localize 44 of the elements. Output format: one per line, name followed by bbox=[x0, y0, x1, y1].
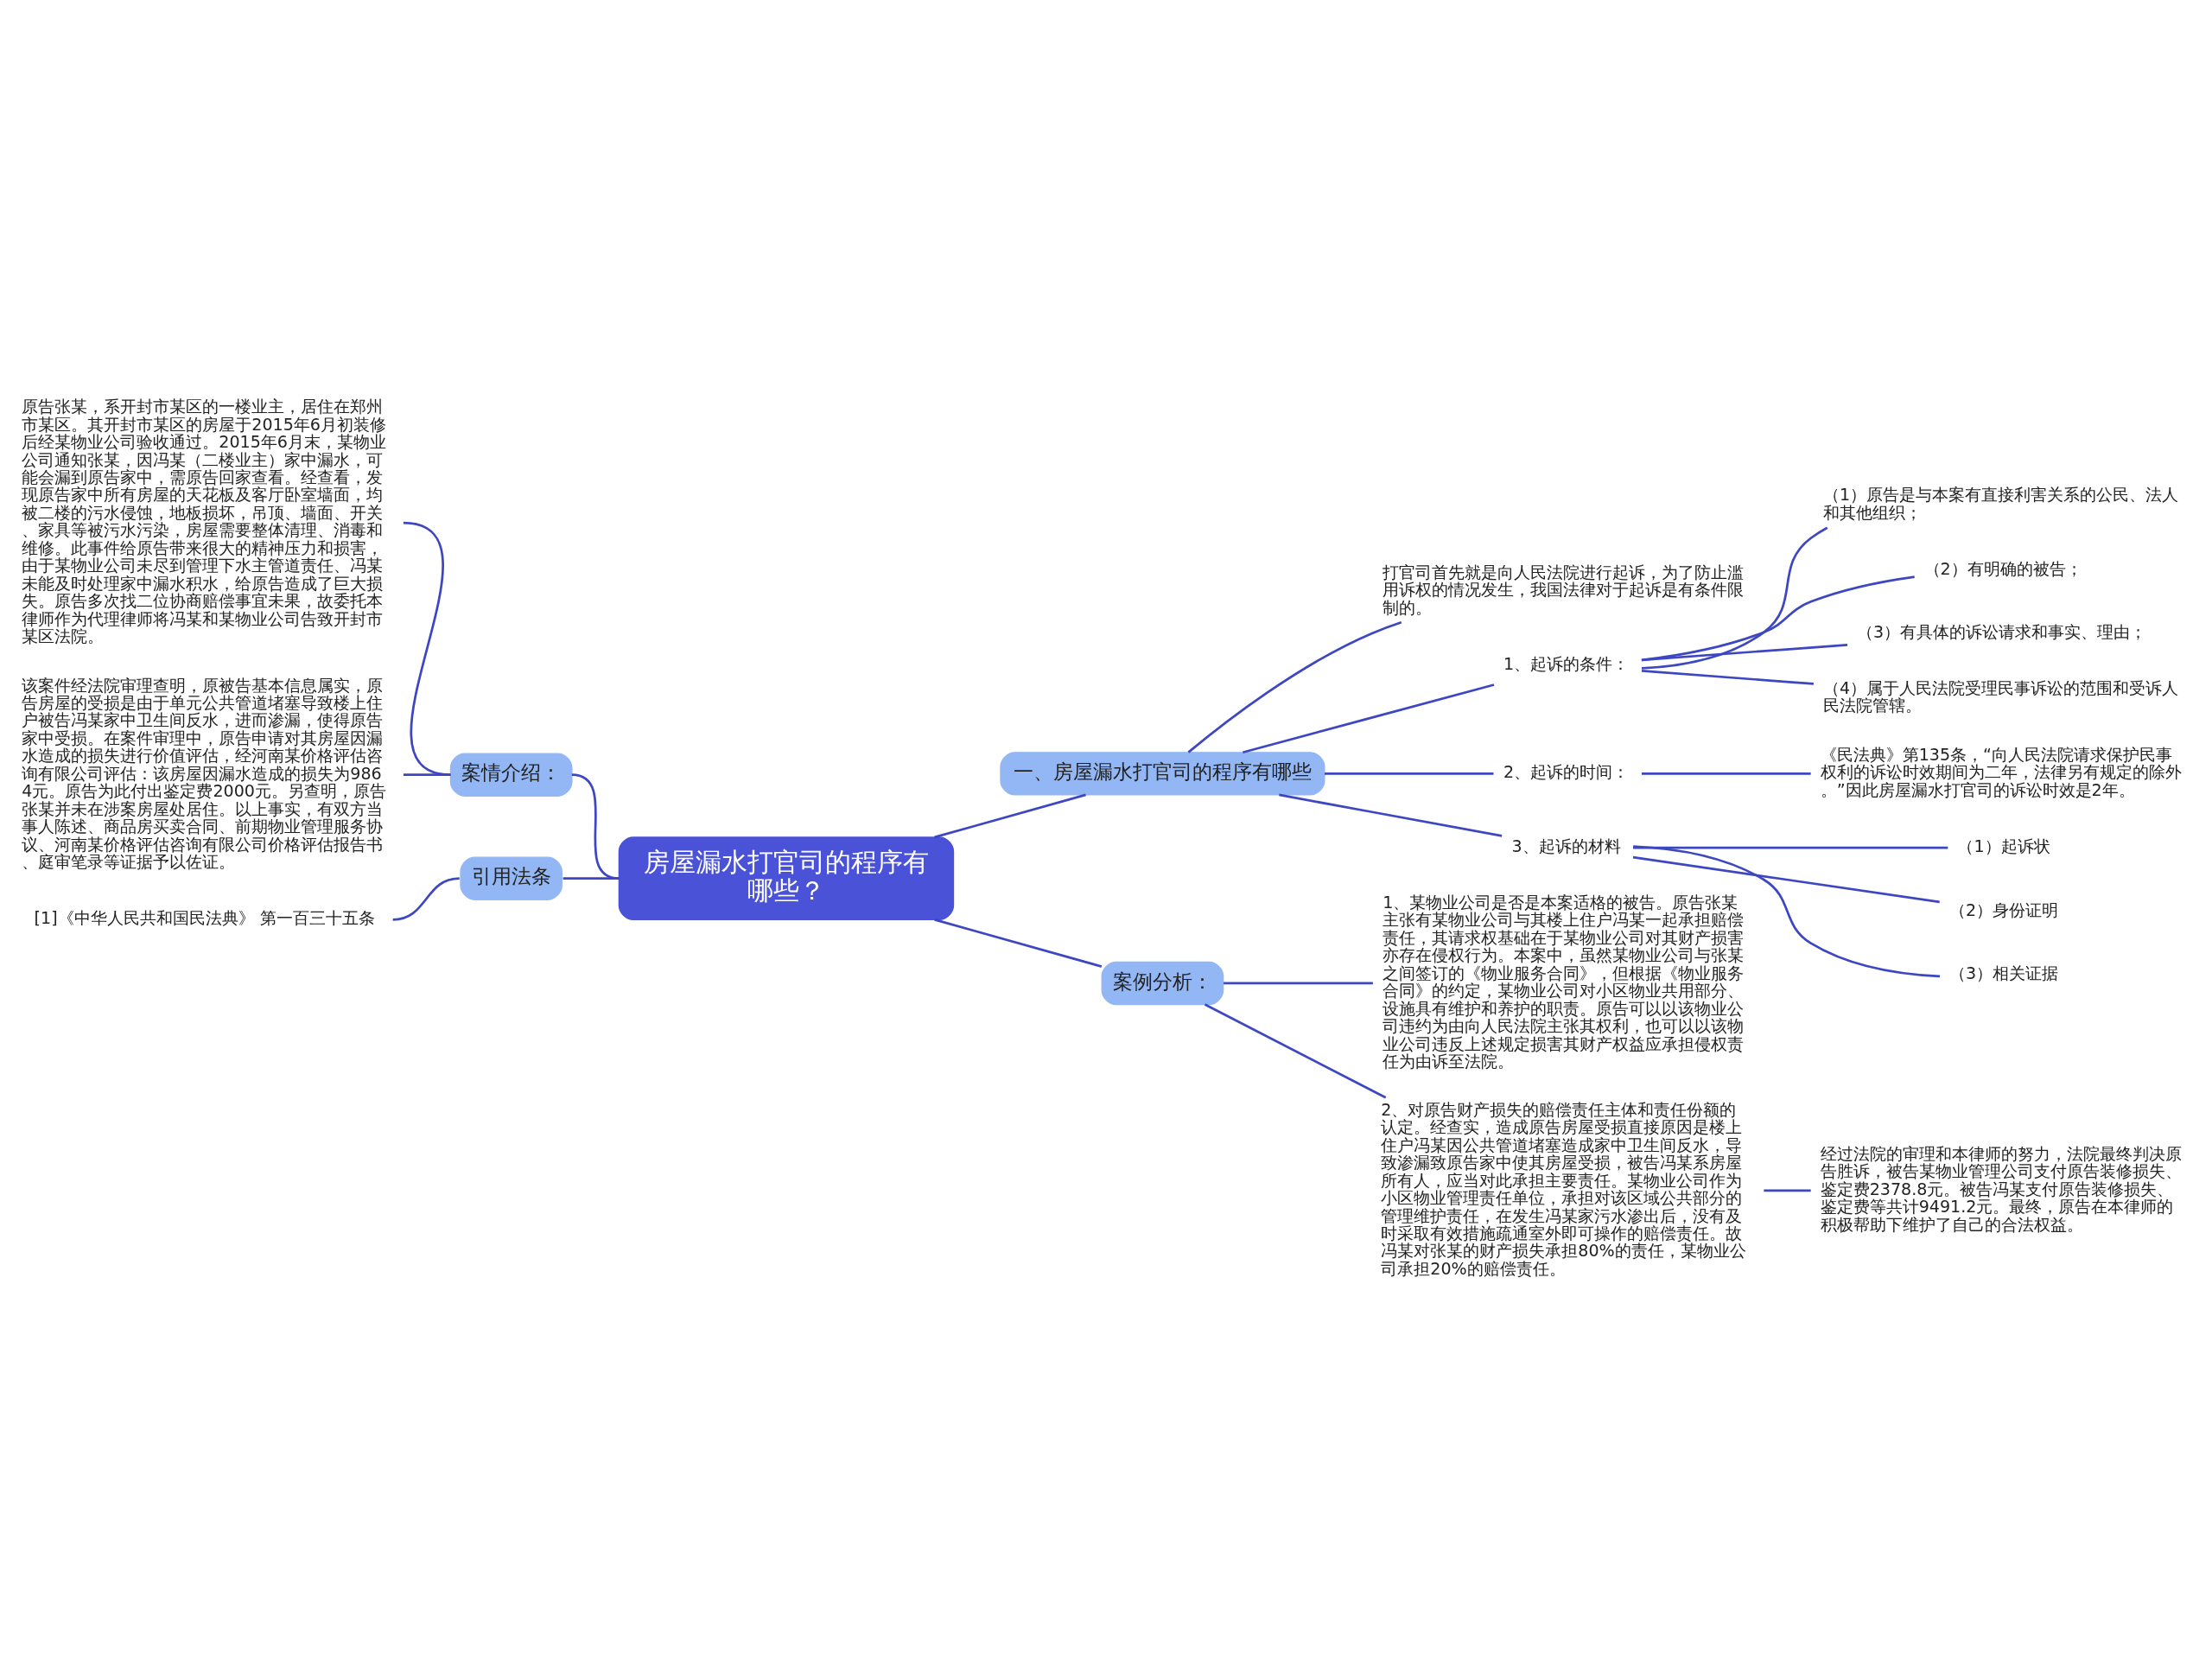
node-text: 原告张某，系开封市某区的一楼业主，居住在郑州市某区。其开封市某区的房屋于2015年6月初装修后经某物业公司验收通过。2015年6月末，某物业公司通知张某，因冯某（二楼业主）家中漏水，可能会漏到原告家中，需原告回家查看。经查看，发现原告家中所有房屋的天花板及客厅卧室墙面，均被二楼的污水侵蚀，地板损坏，吊顶、墙面、开关、家具等被污水污染，房屋需要整体清理、消毒和维修。此事件给原告带来很大的精神压力和损害，由于某物业公司未尽到管理下水主管道责任、冯某未能及时处理家中漏水积水，给原告造成了巨大损失。原告多次找二位协商赔偿事宜未果，故委托本律师作为代理律师将冯某和某物业公司告致开封市某区法院。 bbox=[22, 397, 387, 645]
node-text: （2）有明确的被告； bbox=[1923, 558, 2082, 578]
node-text: （1）原告是与本案有直接利害关系的公民、法人和其他组织； bbox=[1823, 485, 2179, 522]
connector bbox=[1224, 982, 1373, 985]
node-box: 一、房屋漏水打官司的程序有哪些 bbox=[1000, 752, 1325, 796]
node-text: 经过法院的审理和本律师的努力，法院最终判决原告胜诉，被告某物业管理公司支付原告装修损失、鉴定费2378.8元。被告冯某支付原告装修损失、鉴定费等共计9491.2元。最终，原告在本律师的积极帮助下维护了自己的合法权益。 bbox=[1820, 1144, 2182, 1234]
connector bbox=[1641, 526, 1828, 670]
node-box: 房屋漏水打官司的程序有哪些？ bbox=[618, 836, 955, 921]
connector bbox=[1279, 793, 1503, 837]
node-text: 1、起诉的条件： bbox=[1503, 653, 1630, 673]
node-text: 该案件经法院审理查明，原被告基本信息属实，原告房屋的受损是由于单元公共管道堵塞导致楼上住户被告冯某家中卫生间反水，进而渗漏，使得原告家中受损。在案件审理中，原告申请对其房屋因漏水造成的损失进行价值评估，经河南某价格评估咨询有限公司评估：该房屋因漏水造成的损失为9864元。原告为此付出鉴定费2000元。另查明，原告张某并未在涉案房屋处居住。以上事实，有双方当事人陈述、商品房买卖合同、前期物业管理服务协议、河南某价格评估咨询有限公司价格评估报告书、庭审笔录等证据予以佐证。 bbox=[22, 675, 387, 871]
connector bbox=[1641, 669, 1814, 685]
node-text: （2）身份证明 bbox=[1948, 899, 2059, 919]
connector bbox=[1641, 575, 1915, 662]
connector bbox=[1641, 644, 1848, 662]
node-text: 《民法典》第135条，“向人民法院请求保护民事权利的诉讼时效期间为二年，法律另有规定的除外。”因此房屋漏水打官司的诉讼时效是2年。 bbox=[1820, 744, 2182, 799]
node-text: （3）有具体的诉讼请求和事实、理由； bbox=[1856, 622, 2147, 642]
node-box: 案例分析： bbox=[1101, 961, 1224, 1006]
node-text: 1、某物业公司是否是本案适格的被告。原告张某主张有某物业公司与其楼上住户冯某一起承担赔偿责任，其请求权基础在于某物业公司对其财产损害亦存在侵权行为。本案中，虽然某物业公司与张某之间签订的《物业服务合同》，但根据《物业服务合同》的约定，某物业公司对小区物业共用部分、设施具有维护和养护的职责。原告可以以该物业公司违约为由向人民法院主张其权利，也可以以该物业公司违反上述规定损害其财产权益应承担侵权责任为由诉至法院。 bbox=[1382, 893, 1745, 1071]
connector bbox=[934, 793, 1086, 839]
node-text: 3、起诉的材料 bbox=[1511, 836, 1621, 856]
node-text: 打官司首先就是向人民法院进行起诉，为了防止滥用诉权的情况发生，我国法律对于起诉是有条件限制的。 bbox=[1382, 562, 1745, 617]
connector bbox=[1764, 1189, 1811, 1192]
node-text: （3）相关证据 bbox=[1948, 963, 2059, 983]
connector bbox=[934, 918, 1103, 968]
node-text: [1]《中华人民共和国民法典》 第一百三十五条 bbox=[34, 908, 375, 928]
connector bbox=[563, 877, 620, 880]
node-box: 引用法条 bbox=[460, 856, 563, 900]
node-text: （1）起诉状 bbox=[1957, 836, 2050, 856]
connector bbox=[1325, 772, 1494, 775]
connector bbox=[1633, 845, 1941, 978]
connector bbox=[1242, 683, 1495, 754]
node-box: 案情介绍： bbox=[449, 753, 573, 797]
connector bbox=[403, 773, 451, 777]
connector bbox=[1633, 846, 1948, 849]
connector bbox=[392, 877, 460, 921]
node-text: （4）属于人民法院受理民事诉讼的范围和受诉人民法院管辖。 bbox=[1823, 677, 2179, 715]
node-text: 2、对原告财产损失的赔偿责任主体和责任份额的认定。经查实，造成原告房屋受损直接原因是楼上住户冯某因公共管道堵塞造成家中卫生间反水，导致渗漏致原告家中使其房屋受损，被告冯某系房屋所有人，应当对此承担主要责任。某物业公司作为小区物业管理责任单位，承担对该区域公共部分的管理维护责任，在发生冯某家污水渗出后，没有及时采取有效措施疏通室外即可操作的赔偿责任。故冯某对张某的财产损失承担80%的责任，某物业公司承担20%的赔偿责任。 bbox=[1381, 1099, 1746, 1278]
connector bbox=[1642, 772, 1811, 775]
connector bbox=[1187, 620, 1402, 753]
node-text: 2、起诉的时间： bbox=[1503, 762, 1630, 782]
connector bbox=[403, 521, 451, 777]
connector bbox=[1204, 1003, 1387, 1099]
connector bbox=[1632, 855, 1940, 904]
